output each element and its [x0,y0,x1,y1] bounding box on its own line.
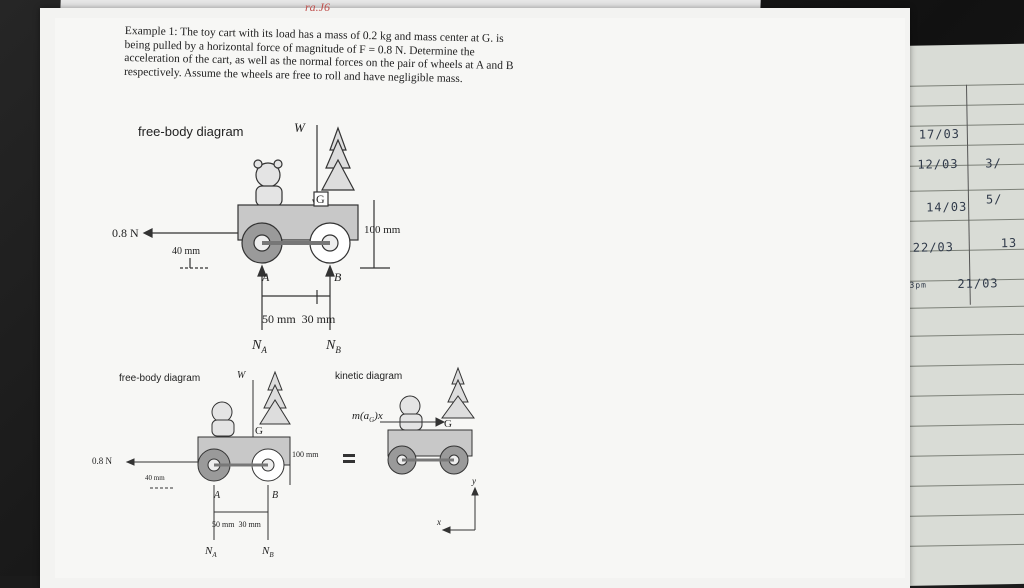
kinetic-equals: = [357,450,358,451]
top-fbd-title: free-body diagram [138,124,244,139]
top-dims-label: 50 mm 30 mm [262,312,336,326]
top-center-label: G [316,192,325,206]
bottom-weight-label: W [237,370,246,381]
bottom-center-label: G [255,425,263,437]
header-scribble: ra.J6 [305,0,330,14]
top-na-label: NA [252,338,267,355]
top-100mm-label: 100 mm [364,224,401,236]
bottom-na-label: NA [205,545,217,560]
top-label-b: B [334,270,342,284]
top-nb-label: NB [326,338,341,355]
top-fbd-drawing [142,125,390,330]
kinetic-drawing [343,366,479,534]
paper-sheet-front [55,18,905,578]
top-40mm-label: 40 mm [172,246,201,257]
kinetic-inertia-label: m(aG)x [352,410,383,425]
bottom-label-b: B [272,490,279,501]
kinetic-axis-y: y [472,476,476,486]
bottom-40mm-label: 40 mm [145,474,165,482]
bottom-fbd-drawing [125,370,291,540]
kinetic-title: kinetic diagram [335,371,403,382]
top-weight-label: W [294,120,305,135]
bottom-dims-label: 50 mm 30 mm [212,520,261,529]
kinetic-center-label: G [444,418,452,430]
top-force-label: 0.8 N [112,226,139,240]
bottom-100mm-label: 100 mm [292,450,319,459]
bottom-force-label: 0.8 N [92,456,112,466]
top-label-a: A [262,270,270,284]
diagrams-svg [125,125,479,540]
kinetic-axis-x: x [437,517,441,527]
bottom-nb-label: NB [262,545,274,560]
bottom-fbd-title: free-body diagram [119,373,201,384]
bottom-label-a: A [214,490,221,501]
